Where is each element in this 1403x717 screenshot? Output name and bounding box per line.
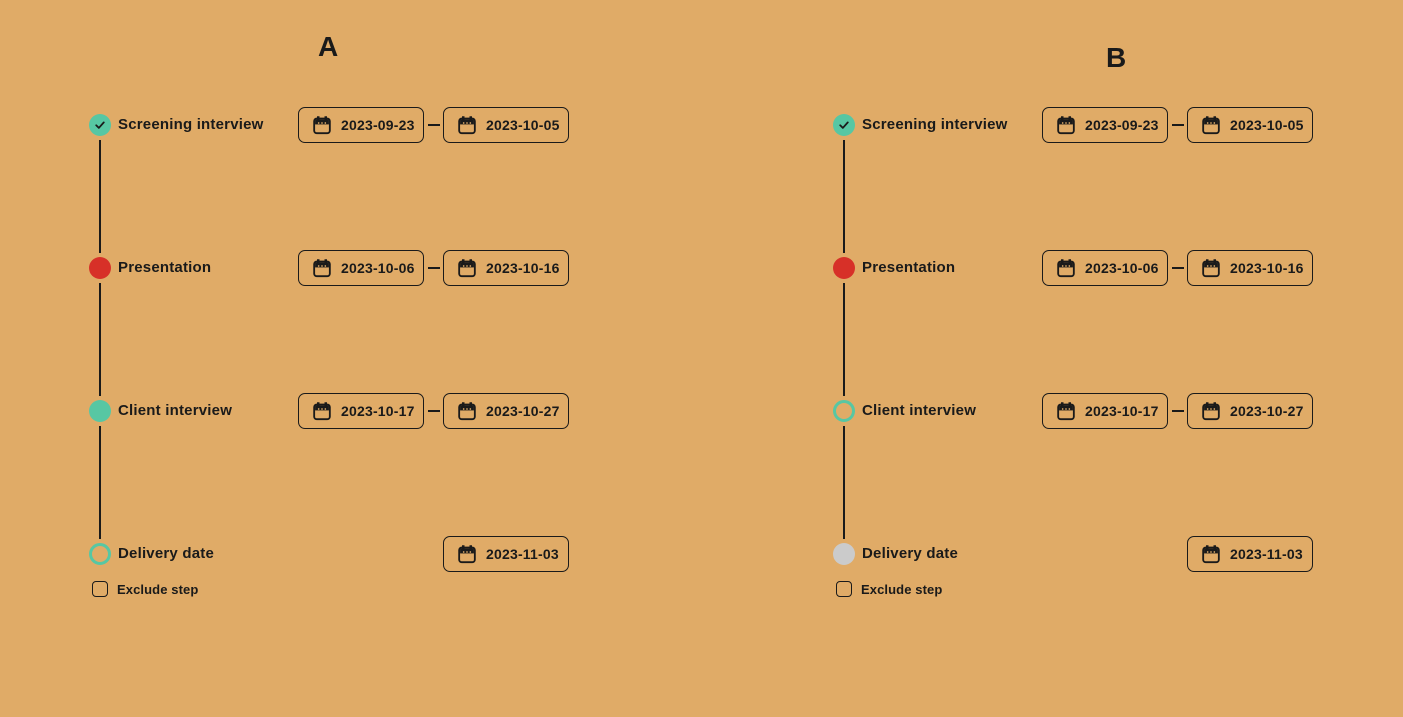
step-label: Client interview	[862, 402, 977, 419]
step-label: Client interview	[118, 402, 233, 419]
due-date-value: 2023-11-03	[1230, 546, 1303, 562]
step-connector-line	[99, 426, 101, 539]
step-connector-line	[99, 140, 101, 253]
start-date-value: 2023-10-17	[341, 403, 415, 419]
step-status-icon	[833, 543, 855, 565]
step-status-icon	[89, 114, 111, 136]
start-date-value: 2023-09-23	[341, 117, 415, 133]
step-label: Screening interview	[862, 116, 1008, 133]
end-date-field[interactable]: 2023-10-16	[1187, 250, 1313, 286]
step-status-icon	[89, 543, 111, 565]
timeline-step-row: Client interview 2023-10-17 2023-10-27	[744, 393, 1403, 429]
end-date-value: 2023-10-27	[486, 403, 560, 419]
timeline-step-row: Screening interview 2023-09-23 2023-10-0…	[0, 107, 700, 143]
calendar-icon	[1056, 115, 1076, 135]
timeline-step-row: Delivery date 2023-11-03	[0, 536, 700, 572]
calendar-icon	[312, 258, 332, 278]
due-date-field[interactable]: 2023-11-03	[1187, 536, 1313, 572]
timeline-panel-b: B Screening interview 2023-09-23 2023-10…	[744, 0, 1403, 717]
panel-b-title: B	[1106, 42, 1127, 73]
start-date-field[interactable]: 2023-09-23	[298, 107, 424, 143]
start-date-field[interactable]: 2023-09-23	[1042, 107, 1168, 143]
panel-a-title: A	[318, 31, 339, 62]
timeline-step-row: Screening interview 2023-09-23 2023-10-0…	[744, 107, 1403, 143]
calendar-icon	[457, 258, 477, 278]
date-range-separator	[1172, 410, 1184, 412]
calendar-icon	[1056, 401, 1076, 421]
end-date-field[interactable]: 2023-10-05	[1187, 107, 1313, 143]
exclude-step-checkbox[interactable]	[92, 581, 108, 597]
date-range-separator	[1172, 124, 1184, 126]
timeline-step-row: Presentation 2023-10-06 2023-10-16	[0, 250, 700, 286]
end-date-field[interactable]: 2023-10-27	[1187, 393, 1313, 429]
calendar-icon	[312, 115, 332, 135]
calendar-icon	[1056, 258, 1076, 278]
step-status-icon	[833, 257, 855, 279]
date-range-separator	[1172, 267, 1184, 269]
end-date-field[interactable]: 2023-10-05	[443, 107, 569, 143]
date-range-separator	[428, 267, 440, 269]
due-date-value: 2023-11-03	[486, 546, 559, 562]
step-connector-line	[843, 426, 845, 539]
step-label: Delivery date	[118, 545, 214, 562]
end-date-field[interactable]: 2023-10-16	[443, 250, 569, 286]
check-icon	[837, 118, 851, 132]
step-label: Presentation	[118, 259, 212, 276]
date-range-separator	[428, 124, 440, 126]
step-status-icon	[89, 400, 111, 422]
start-date-field[interactable]: 2023-10-17	[1042, 393, 1168, 429]
start-date-field[interactable]: 2023-10-06	[298, 250, 424, 286]
exclude-step-checkbox[interactable]	[836, 581, 852, 597]
end-date-value: 2023-10-05	[486, 117, 560, 133]
start-date-value: 2023-09-23	[1085, 117, 1159, 133]
calendar-icon	[457, 401, 477, 421]
date-range-separator	[428, 410, 440, 412]
due-date-field[interactable]: 2023-11-03	[443, 536, 569, 572]
end-date-value: 2023-10-27	[1230, 403, 1304, 419]
calendar-icon	[1201, 401, 1221, 421]
calendar-icon	[312, 401, 332, 421]
exclude-step-row: Exclude step	[836, 581, 942, 597]
start-date-value: 2023-10-06	[1085, 260, 1159, 276]
timeline-step-row: Client interview 2023-10-17 2023-10-27	[0, 393, 700, 429]
calendar-icon	[1201, 115, 1221, 135]
timeline-step-row: Delivery date 2023-11-03	[744, 536, 1403, 572]
calendar-icon	[1201, 258, 1221, 278]
end-date-value: 2023-10-16	[486, 260, 560, 276]
step-connector-line	[99, 283, 101, 396]
step-status-icon	[89, 257, 111, 279]
end-date-field[interactable]: 2023-10-27	[443, 393, 569, 429]
start-date-field[interactable]: 2023-10-06	[1042, 250, 1168, 286]
step-connector-line	[843, 140, 845, 253]
exclude-step-label: Exclude step	[861, 581, 943, 597]
timeline-step-row: Presentation 2023-10-06 2023-10-16	[744, 250, 1403, 286]
end-date-value: 2023-10-16	[1230, 260, 1304, 276]
exclude-step-row: Exclude step	[92, 581, 198, 597]
end-date-value: 2023-10-05	[1230, 117, 1304, 133]
exclude-step-label: Exclude step	[117, 581, 199, 597]
step-status-icon	[833, 114, 855, 136]
step-connector-line	[843, 283, 845, 396]
start-date-value: 2023-10-06	[341, 260, 415, 276]
step-status-icon	[833, 400, 855, 422]
step-label: Delivery date	[862, 545, 958, 562]
start-date-value: 2023-10-17	[1085, 403, 1159, 419]
step-label: Screening interview	[118, 116, 264, 133]
check-icon	[93, 118, 107, 132]
calendar-icon	[457, 115, 477, 135]
calendar-icon	[1201, 544, 1221, 564]
start-date-field[interactable]: 2023-10-17	[298, 393, 424, 429]
step-label: Presentation	[862, 259, 956, 276]
timeline-panel-a: A Screening interview 2023-09-23 2023-10…	[0, 0, 700, 717]
calendar-icon	[457, 544, 477, 564]
